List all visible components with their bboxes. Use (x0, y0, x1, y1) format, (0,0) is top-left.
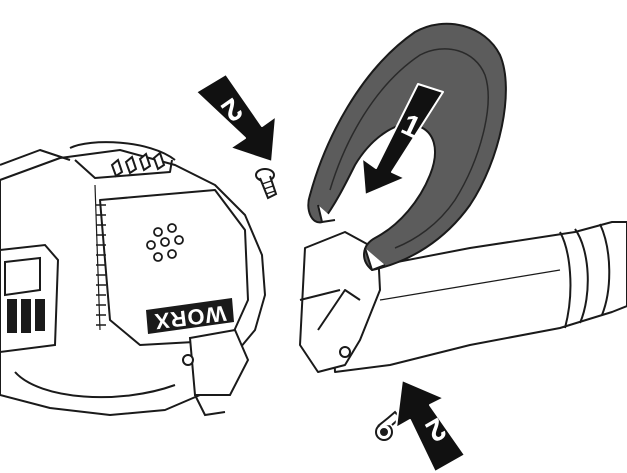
housing-bottom (14, 328, 250, 417)
step-2-arrow-top: 2 (195, 73, 277, 163)
top-vents (110, 151, 166, 178)
step-2-arrow-bottom: 2 (395, 379, 466, 473)
guard (307, 22, 507, 271)
guard-bracket (299, 231, 381, 373)
screw-bottom (375, 410, 402, 441)
battery-compartment (0, 243, 60, 354)
shaft-tube (329, 221, 627, 373)
screw-top (255, 168, 278, 200)
side-ribs (96, 204, 106, 326)
vent-holes (146, 223, 184, 262)
